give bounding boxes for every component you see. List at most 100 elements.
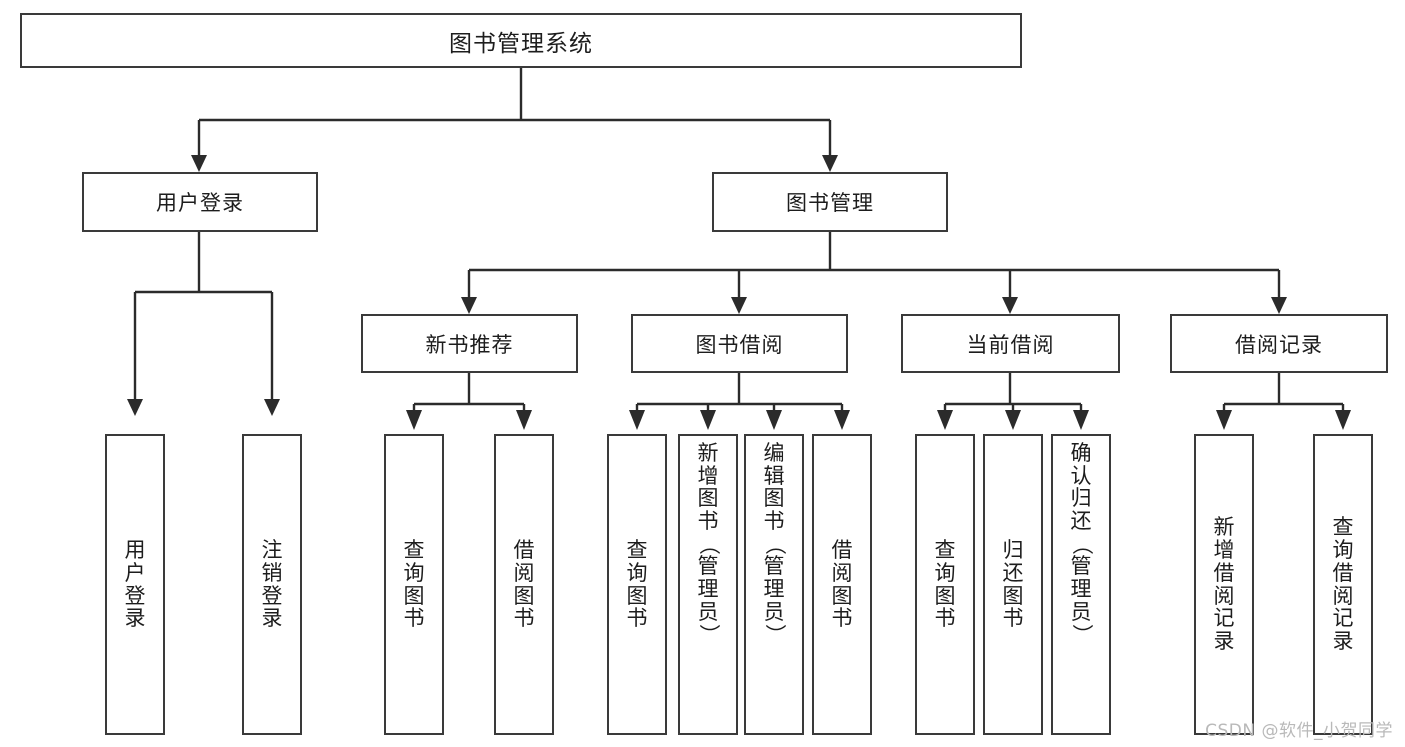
vertical-char: 销 — [261, 560, 283, 585]
vertical-char: 新 — [1213, 515, 1235, 540]
vertical-char: 询 — [403, 560, 425, 585]
vertical-char: 阅 — [513, 560, 535, 585]
node-label: 用户登录 — [156, 191, 244, 215]
vertical-char: 辑 — [763, 463, 785, 488]
vertical-char: 登 — [124, 583, 146, 608]
vertical-char: 录 — [124, 606, 146, 631]
vertical-char: ） — [762, 624, 787, 646]
vertical-char: 记 — [1213, 606, 1235, 631]
node-user-login[interactable]: 用户登录 — [82, 172, 318, 232]
node-label-vertical: 查询图书 — [917, 436, 973, 733]
vertical-char: 录 — [261, 606, 283, 631]
vertical-char: 员 — [697, 599, 719, 624]
node-leaf-confirm-return[interactable]: 确认归还（管理员） — [1051, 434, 1111, 735]
vertical-char: 录 — [1213, 628, 1235, 653]
vertical-char: 查 — [1332, 515, 1354, 540]
vertical-char: 增 — [1213, 538, 1235, 563]
vertical-char: 查 — [403, 538, 425, 563]
node-book-borrow[interactable]: 图书借阅 — [631, 314, 848, 373]
node-leaf-query-book-3[interactable]: 查询图书 — [915, 434, 975, 735]
node-label-vertical: 编辑图书（管理员） — [746, 442, 802, 646]
vertical-char: 归 — [1002, 538, 1024, 563]
vertical-char: 用 — [124, 538, 146, 563]
vertical-char: 阅 — [831, 560, 853, 585]
vertical-char: 图 — [934, 583, 956, 608]
vertical-char: 图 — [697, 486, 719, 511]
node-label-vertical: 归还图书 — [985, 436, 1041, 733]
node-leaf-borrow-book-2[interactable]: 借阅图书 — [812, 434, 872, 735]
vertical-char: 图 — [513, 583, 535, 608]
node-leaf-borrow-book-1[interactable]: 借阅图书 — [494, 434, 554, 735]
vertical-char: 管 — [1070, 554, 1092, 579]
node-book-manage[interactable]: 图书管理 — [712, 172, 948, 232]
node-leaf-add-record[interactable]: 新增借阅记录 — [1194, 434, 1254, 735]
vertical-char: 书 — [697, 509, 719, 534]
node-leaf-query-record[interactable]: 查询借阅记录 — [1313, 434, 1373, 735]
vertical-char: 确 — [1070, 441, 1092, 465]
node-leaf-query-book-2[interactable]: 查询图书 — [607, 434, 667, 735]
vertical-char: 记 — [1332, 606, 1354, 631]
vertical-char: 员 — [1070, 599, 1092, 624]
vertical-char: 书 — [934, 606, 956, 631]
node-label-vertical: 查询图书 — [386, 436, 442, 733]
vertical-char: 录 — [1332, 628, 1354, 653]
vertical-char: 借 — [513, 538, 535, 563]
vertical-char: 还 — [1002, 560, 1024, 585]
vertical-char: 书 — [831, 606, 853, 631]
vertical-char: 理 — [763, 577, 785, 602]
node-label-vertical: 查询借阅记录 — [1315, 436, 1371, 733]
vertical-char: （ — [762, 533, 787, 555]
node-leaf-add-book[interactable]: 新增图书（管理员） — [678, 434, 738, 735]
node-label: 图书借阅 — [695, 332, 784, 357]
vertical-char: 书 — [403, 606, 425, 631]
vertical-char: 图 — [626, 583, 648, 608]
vertical-char: 图 — [763, 486, 785, 511]
node-leaf-user-login[interactable]: 用户登录 — [105, 434, 165, 735]
vertical-char: 书 — [513, 606, 535, 631]
node-root-system[interactable]: 图书管理系统 — [20, 13, 1022, 68]
node-borrow-record[interactable]: 借阅记录 — [1170, 314, 1388, 373]
node-leaf-query-book-1[interactable]: 查询图书 — [384, 434, 444, 735]
vertical-char: 书 — [763, 509, 785, 534]
vertical-char: 新 — [697, 441, 719, 465]
vertical-char: 借 — [1332, 560, 1354, 585]
vertical-char: 管 — [763, 554, 785, 579]
vertical-char: ） — [696, 624, 721, 646]
vertical-char: 图 — [831, 583, 853, 608]
node-label: 新书推荐 — [425, 332, 514, 357]
vertical-char: 借 — [831, 538, 853, 563]
vertical-char: 编 — [763, 441, 785, 465]
node-label-vertical: 查询图书 — [609, 436, 665, 733]
csdn-watermark: CSDN @软件_小贺同学 — [1205, 721, 1393, 741]
vertical-char: 询 — [626, 560, 648, 585]
vertical-char: 户 — [124, 560, 146, 585]
vertical-char: 员 — [763, 599, 785, 624]
vertical-char: 注 — [261, 538, 283, 563]
vertical-char: 图 — [403, 583, 425, 608]
vertical-char: 登 — [261, 583, 283, 608]
vertical-char: （ — [1069, 533, 1094, 555]
vertical-char: 查 — [934, 538, 956, 563]
vertical-char: 增 — [697, 463, 719, 488]
vertical-char: 书 — [1002, 606, 1024, 631]
node-current-borrow[interactable]: 当前借阅 — [901, 314, 1120, 373]
vertical-char: （ — [696, 533, 721, 555]
node-leaf-return-book[interactable]: 归还图书 — [983, 434, 1043, 735]
node-label: 图书管理系统 — [449, 30, 593, 57]
node-label: 当前借阅 — [966, 332, 1055, 357]
vertical-char: 询 — [934, 560, 956, 585]
node-label-vertical: 借阅图书 — [496, 436, 552, 733]
node-label: 借阅记录 — [1235, 332, 1323, 357]
vertical-char: 理 — [1070, 577, 1092, 602]
vertical-char: 查 — [626, 538, 648, 563]
node-leaf-logout[interactable]: 注销登录 — [242, 434, 302, 735]
vertical-char: 阅 — [1213, 583, 1235, 608]
node-new-book-recommend[interactable]: 新书推荐 — [361, 314, 578, 373]
node-leaf-edit-book[interactable]: 编辑图书（管理员） — [744, 434, 804, 735]
vertical-char: 询 — [1332, 538, 1354, 563]
vertical-char: 理 — [697, 577, 719, 602]
node-label: 图书管理 — [786, 191, 874, 215]
vertical-char: 图 — [1002, 583, 1024, 608]
vertical-char: 书 — [626, 606, 648, 631]
